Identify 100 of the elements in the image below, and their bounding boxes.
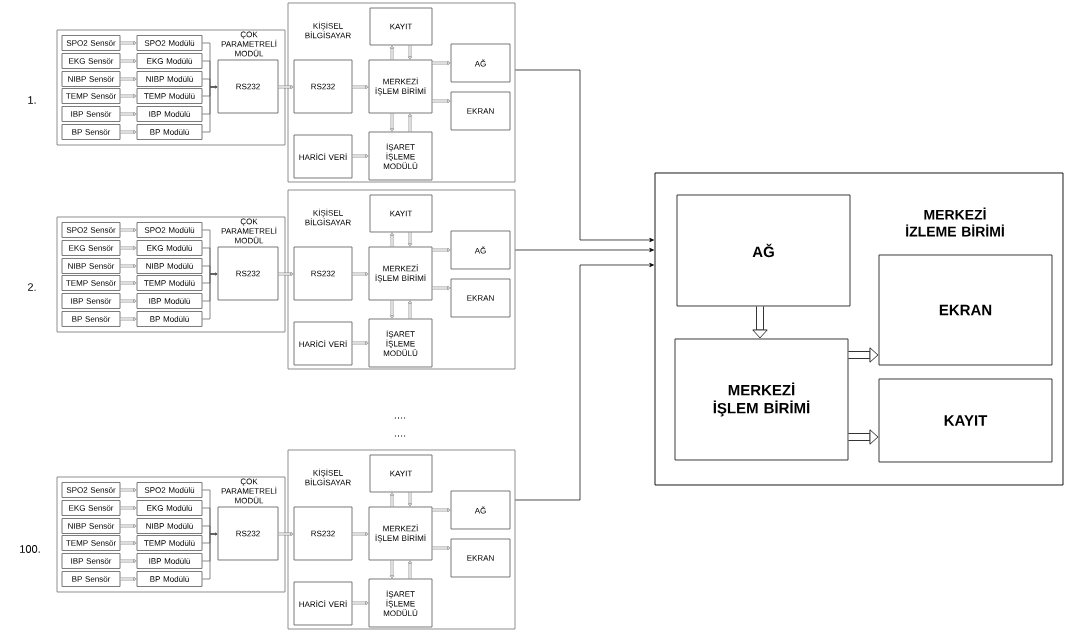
block-arrow — [848, 347, 879, 363]
process-box: RS232 — [217, 246, 279, 301]
process-box: KAYIT — [369, 7, 433, 46]
process-box: EKG Modülü — [136, 240, 203, 256]
block-arrow — [119, 540, 137, 546]
block-arrow — [431, 507, 451, 513]
process-box: BP Sensör — [61, 571, 121, 587]
block-arrow — [119, 316, 137, 322]
process-box: IBP Sensör — [61, 106, 121, 122]
process-box: IBP Modülü — [136, 553, 203, 569]
process-box: NIBP Modülü — [136, 518, 203, 534]
block-arrow — [119, 245, 137, 251]
process-box: TEMP Modülü — [136, 535, 203, 551]
block-arrow — [351, 340, 369, 346]
process-box: EKG Modülü — [136, 53, 203, 69]
block-arrow — [119, 129, 137, 135]
process-box: IBP Sensör — [61, 293, 121, 309]
process-box: RS232 — [293, 246, 353, 301]
process-box: TEMP Modülü — [136, 88, 203, 104]
row-number: .... — [394, 417, 406, 419]
block-arrow — [119, 40, 137, 46]
connector-arrow — [202, 532, 218, 580]
connector-arrow — [515, 247, 654, 253]
connector-arrow — [515, 262, 654, 501]
process-box: BP Modülü — [136, 311, 203, 327]
block-arrow — [407, 560, 413, 580]
row-number: 1. — [28, 96, 36, 104]
process-box: IBP Modülü — [136, 293, 203, 309]
row-number: 100. — [20, 545, 40, 553]
block-arrow — [119, 263, 137, 269]
process-box: HARİCİ VERİ — [293, 581, 353, 626]
block-arrow — [119, 93, 137, 99]
process-box: EKG Modülü — [136, 500, 203, 516]
process-box: HARİCİ VERİ — [293, 134, 353, 179]
block-arrow — [389, 112, 395, 132]
block-arrow — [389, 45, 395, 61]
block-arrow — [407, 113, 413, 133]
block-arrow — [407, 300, 413, 320]
process-box: MERKEZİ İŞLEM BİRİMİ — [368, 506, 433, 561]
block-arrow — [431, 545, 451, 551]
row-number: .... — [394, 435, 406, 437]
process-box: TEMP Sensör — [61, 535, 121, 551]
block-arrow — [351, 600, 369, 606]
block-arrow — [119, 227, 137, 233]
block-arrow — [431, 247, 451, 253]
process-box: BP Sensör — [61, 311, 121, 327]
process-box: NIBP Sensör — [61, 71, 121, 87]
block-arrow — [119, 298, 137, 304]
process-box: KAYIT — [369, 454, 433, 493]
block-arrow — [351, 84, 369, 90]
block-arrow — [389, 492, 395, 508]
process-box: KAYIT — [878, 378, 1053, 463]
process-box: SPO2 Sensör — [61, 35, 121, 51]
block-arrow — [431, 98, 451, 104]
process-box: EKG Sensör — [61, 53, 121, 69]
process-box: IBP Sensör — [61, 553, 121, 569]
process-box: EKRAN — [878, 254, 1053, 366]
process-box: TEMP Modülü — [136, 275, 203, 291]
process-box: BP Modülü — [136, 124, 203, 140]
connector-arrow — [202, 85, 218, 133]
process-box: IBP Modülü — [136, 106, 203, 122]
block-arrow — [119, 505, 137, 511]
block-arrow — [389, 559, 395, 579]
process-box: AĞ — [450, 43, 511, 83]
block-arrow — [119, 76, 137, 82]
block-arrow — [407, 231, 413, 247]
process-box: EKG Sensör — [61, 240, 121, 256]
row-number: 2. — [27, 283, 36, 291]
block-arrow — [752, 306, 768, 339]
block-arrow — [431, 285, 451, 291]
block-arrow — [431, 60, 451, 66]
block-arrow — [277, 531, 294, 537]
process-box: RS232 — [293, 59, 353, 114]
block-arrow — [351, 271, 369, 277]
process-box: EKRAN — [450, 91, 511, 131]
process-box: EKRAN — [450, 278, 511, 318]
process-box: NIBP Sensör — [61, 518, 121, 534]
process-box: TEMP Sensör — [61, 275, 121, 291]
process-box: İŞARET İŞLEME MODÜLÜ — [368, 131, 433, 181]
process-box: NIBP Modülü — [136, 258, 203, 274]
process-box: RS232 — [217, 506, 279, 561]
process-box: AĞ — [450, 490, 511, 530]
block-arrow — [351, 531, 369, 537]
connector-arrow — [202, 272, 218, 320]
block-arrow — [389, 232, 395, 248]
process-box: EKRAN — [450, 538, 511, 578]
process-box: RS232 — [293, 506, 353, 561]
process-box: BP Sensör — [61, 124, 121, 140]
block-arrow — [119, 523, 137, 529]
process-box: İŞARET İŞLEME MODÜLÜ — [368, 578, 433, 628]
block-arrow — [407, 491, 413, 507]
block-arrow — [119, 487, 137, 493]
block-arrow — [389, 299, 395, 319]
process-box: BP Modülü — [136, 571, 203, 587]
block-arrow — [119, 58, 137, 64]
process-box: SPO2 Modülü — [136, 222, 203, 238]
process-box: MERKEZİ İŞLEM BİRİMİ — [674, 338, 849, 461]
connector-arrow — [515, 69, 654, 243]
block-arrow — [407, 44, 413, 60]
block-arrow — [119, 558, 137, 564]
